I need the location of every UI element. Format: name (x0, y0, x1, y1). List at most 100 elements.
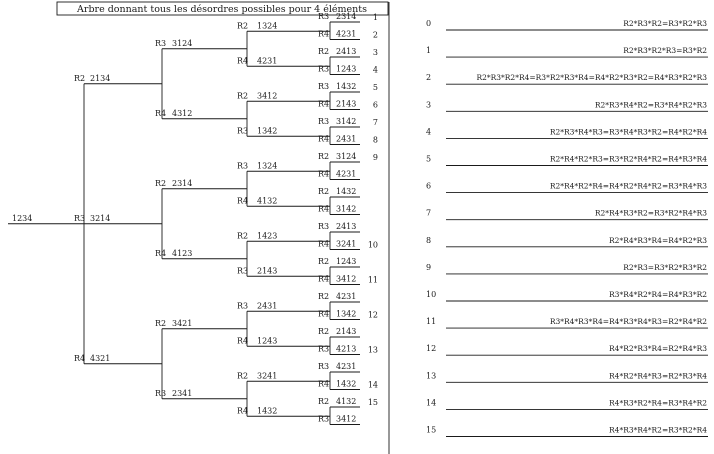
leaf-permutation: 2431 (336, 135, 356, 144)
equation-index: 4 (426, 127, 431, 136)
leaf-permutation: 3412 (336, 415, 356, 424)
level2-permutation: 3421 (172, 319, 192, 328)
level3-permutation: 2143 (257, 266, 277, 275)
leaf-permutation: 3412 (336, 275, 356, 284)
leaf-operator: R3 (318, 117, 329, 126)
level1-operator: R3 (74, 214, 85, 223)
leaf-operator: R2 (318, 152, 329, 161)
level3-operator: R3 (237, 161, 248, 170)
equation-text: R3*R4*R3*R4=R4*R3*R4*R3=R2*R4*R2 (550, 317, 707, 326)
level2-permutation: 4123 (172, 249, 192, 258)
level1-permutation: 4321 (90, 354, 110, 363)
leaf-operator: R2 (318, 327, 329, 336)
leaf-permutation: 2143 (336, 327, 356, 336)
equation-index: 6 (426, 182, 431, 191)
equation-text: R4*R3*R2*R4=R3*R4*R2 (609, 398, 707, 407)
leaf-index: 3 (373, 48, 378, 57)
leaf-permutation: 2314 (336, 12, 356, 21)
equation-index: 3 (426, 100, 431, 109)
level3-operator: R4 (237, 56, 248, 65)
leaf-permutation: 4231 (336, 362, 356, 371)
level2-operator: R3 (155, 39, 166, 48)
level3-operator: R2 (237, 21, 248, 30)
equation-index: 15 (426, 426, 436, 435)
level3-operator: R4 (237, 406, 248, 415)
level1-permutation: 2134 (90, 74, 110, 83)
level1-permutation: 3214 (90, 214, 110, 223)
leaf-permutation: 1432 (336, 380, 356, 389)
leaf-operator: R2 (318, 47, 329, 56)
leaf-operator: R4 (318, 100, 329, 109)
equation-index: 2 (426, 73, 431, 82)
level3-permutation: 1324 (257, 21, 277, 30)
leaf-index: 15 (368, 398, 378, 407)
leaf-operator: R4 (318, 30, 329, 39)
equation-index: 10 (426, 290, 436, 299)
title-box: Arbre donnant tous les désordres possibl… (56, 1, 389, 16)
equation-index: 7 (426, 209, 431, 218)
equation-text: R4*R3*R4*R2=R3*R2*R4 (609, 426, 707, 435)
equation-text: R2*R4*R2*R4=R4*R2*R4*R2=R3*R4*R3 (550, 182, 707, 191)
leaf-permutation: 4231 (336, 170, 356, 179)
leaf-index: 9 (373, 153, 378, 162)
equation-index: 13 (426, 371, 436, 380)
leaf-operator: R3 (318, 222, 329, 231)
leaf-operator: R3 (318, 345, 329, 354)
level3-permutation: 1432 (257, 406, 277, 415)
leaf-operator: R2 (318, 187, 329, 196)
leaf-index: 4 (373, 66, 378, 75)
equation-text: R2*R3=R3*R2*R3*R2 (623, 263, 707, 272)
equation-text: R2*R3*R2*R4=R3*R2*R3*R4=R4*R2*R3*R2=R4*R… (476, 73, 707, 82)
level3-operator: R2 (237, 91, 248, 100)
level3-operator: R3 (237, 266, 248, 275)
leaf-operator: R4 (318, 275, 329, 284)
leaf-operator: R4 (318, 240, 329, 249)
level2-permutation: 4312 (172, 109, 192, 118)
leaf-permutation: 3142 (336, 205, 356, 214)
equation-index: 1 (426, 46, 431, 55)
level2-permutation: 2314 (172, 179, 192, 188)
leaf-operator: R3 (318, 65, 329, 74)
level3-permutation: 3412 (257, 91, 277, 100)
leaf-index: 13 (368, 346, 378, 355)
leaf-permutation: 3241 (336, 240, 356, 249)
leaf-index: 14 (368, 381, 378, 390)
leaf-permutation: 1243 (336, 257, 356, 266)
level3-permutation: 2431 (257, 301, 277, 310)
leaf-operator: R2 (318, 257, 329, 266)
equation-index: 5 (426, 155, 431, 164)
level3-operator: R2 (237, 371, 248, 380)
leaf-operator: R4 (318, 205, 329, 214)
leaf-operator: R4 (318, 380, 329, 389)
level3-operator: R4 (237, 196, 248, 205)
leaf-operator: R3 (318, 415, 329, 424)
equation-text: R4*R2*R4*R3=R2*R3*R4 (609, 371, 707, 380)
leaf-operator: R4 (318, 135, 329, 144)
equation-index: 11 (426, 317, 436, 326)
leaf-permutation: 2413 (336, 222, 356, 231)
level3-permutation: 1342 (257, 126, 277, 135)
level1-operator: R4 (74, 354, 85, 363)
leaf-index: 2 (373, 31, 378, 40)
equation-text: R2*R4*R2*R3=R3*R2*R4*R2=R4*R3*R4 (550, 155, 707, 164)
leaf-permutation: 3142 (336, 117, 356, 126)
leaf-permutation: 4231 (336, 292, 356, 301)
level2-operator: R3 (155, 389, 166, 398)
level3-permutation: 4132 (257, 196, 277, 205)
leaf-index: 7 (373, 118, 378, 127)
equation-text: R2*R3*R4*R3=R3*R4*R3*R2=R4*R2*R4 (550, 127, 707, 136)
equation-text: R2*R4*R3*R2=R3*R2*R4*R3 (595, 209, 707, 218)
leaf-index: 1 (373, 13, 378, 22)
leaf-operator: R3 (318, 362, 329, 371)
level3-permutation: 1324 (257, 161, 277, 170)
equation-text: R2*R3*R2*R3=R3*R2 (623, 46, 707, 55)
level3-permutation: 3241 (257, 371, 277, 380)
level3-permutation: 1423 (257, 231, 277, 240)
leaf-index: 10 (368, 241, 378, 250)
leaf-permutation: 4231 (336, 30, 356, 39)
leaf-operator: R4 (318, 170, 329, 179)
leaf-permutation: 1342 (336, 310, 356, 319)
level2-operator: R2 (155, 179, 166, 188)
leaf-permutation: 4132 (336, 397, 356, 406)
